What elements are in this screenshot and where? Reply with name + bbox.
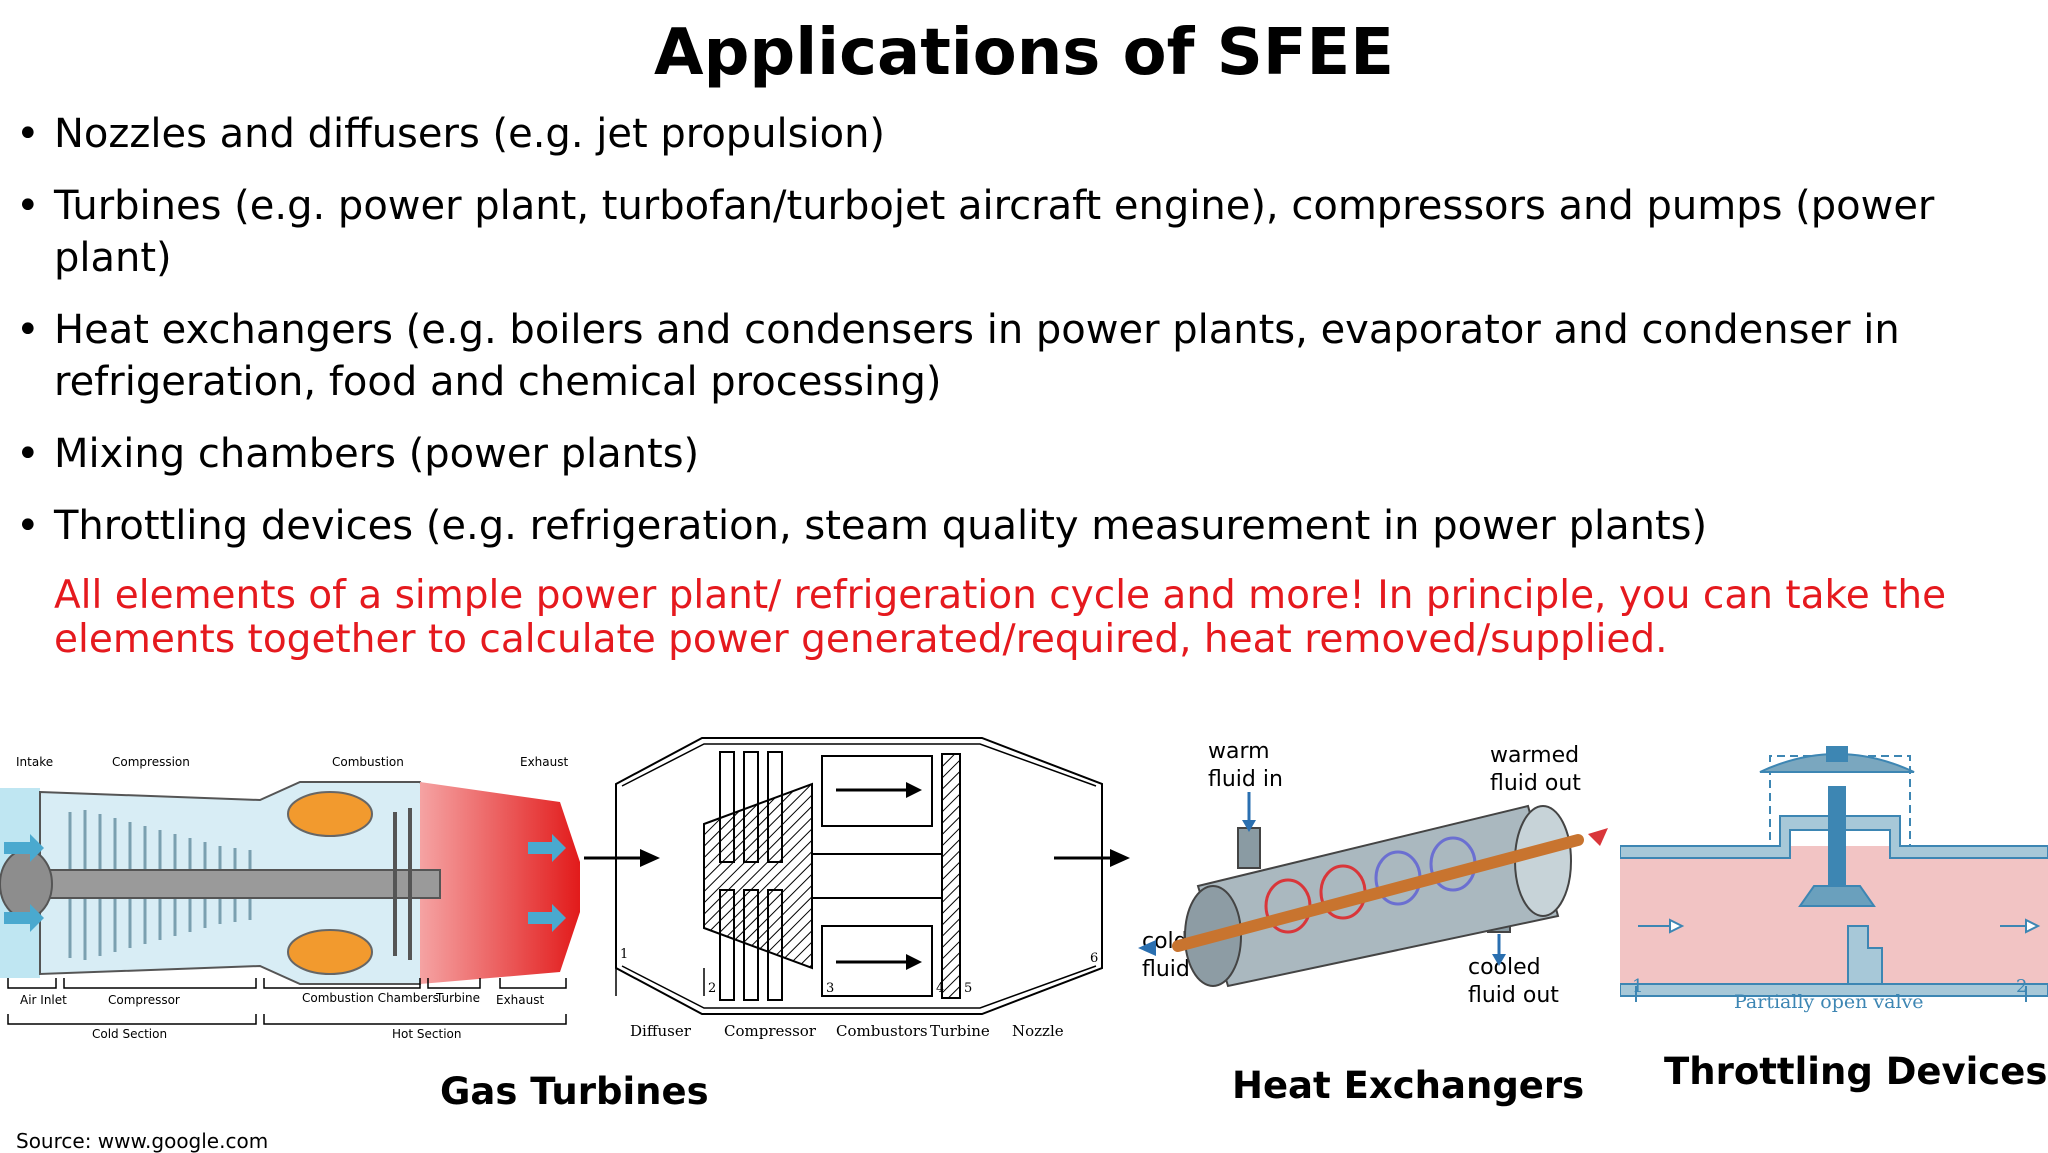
bullet-item: • Mixing chambers (power plants) — [16, 428, 2026, 480]
throttling-valve-diagram: 1 2 Partially open valve — [1620, 746, 2048, 1013]
engine-label-cold-section: Cold Section — [92, 1027, 167, 1041]
engine-shaft — [19, 869, 441, 899]
warmed-out-label-line2: fluid out — [1490, 771, 1581, 796]
combustor-arrows — [836, 788, 908, 964]
cooled-out-label-line1: cooled — [1468, 955, 1541, 980]
station-3: 3 — [826, 981, 834, 996]
valve-body-top — [1620, 815, 2048, 859]
station-marks — [615, 934, 1103, 996]
bullet-item: • Heat exchangers (e.g. boilers and conde… — [16, 304, 2026, 408]
airflow-arrows — [4, 834, 566, 932]
schematic-label-nozzle: Nozzle — [1012, 1022, 1064, 1040]
bullet-list: • Nozzles and diffusers (e.g. jet propuls… — [16, 108, 2026, 572]
combustion-chamber-top — [287, 791, 373, 837]
engine-label-compressor: Compressor — [108, 993, 180, 1007]
heat-exchanger-diagram: warm fluid in warmed fluid out cold flui… — [1138, 739, 1608, 1008]
engine-label-intake: Intake — [16, 755, 53, 769]
schematic-label-combustors: Combustors — [836, 1022, 928, 1040]
bullet-text: Heat exchangers (e.g. boilers and conden… — [54, 307, 1900, 405]
bullet-dot: • — [16, 307, 40, 353]
warm-in-arrow — [1242, 820, 1256, 832]
valve-label: Partially open valve — [1734, 991, 1924, 1013]
shell-end-right — [1514, 805, 1572, 917]
warmed-out-arrow — [1588, 828, 1608, 846]
caption-gas-turbines: Gas Turbines — [440, 1070, 709, 1113]
station-1: 1 — [620, 947, 628, 962]
engine-label-hot-section: Hot Section — [392, 1027, 461, 1041]
shaft — [811, 853, 943, 899]
cooled-out-label-line2: fluid out — [1468, 983, 1559, 1008]
flow-arrow-1 — [584, 849, 660, 867]
valve-station-1: 1 — [1632, 976, 1643, 997]
bullet-item: • Nozzles and diffusers (e.g. jet propuls… — [16, 108, 2026, 160]
bullet-text: Throttling devices (e.g. refrigeration, … — [54, 503, 1708, 549]
warm-in-label-line1: warm — [1208, 739, 1270, 764]
schematic-label-turbine: Turbine — [930, 1022, 990, 1040]
compressor-hub — [703, 782, 813, 970]
cold-in-arrow — [1138, 940, 1156, 956]
schematic-outline — [615, 737, 1103, 1015]
bullet-dot: • — [16, 431, 40, 477]
station-2: 2 — [708, 981, 716, 996]
engine-label-exhaust: Exhaust — [520, 755, 569, 769]
schematic-label-diffuser: Diffuser — [630, 1022, 692, 1040]
page-title: Applications of SFEE — [654, 16, 1394, 90]
section-brackets — [7, 978, 567, 1025]
jet-engine-diagram: Intake Compression Combustion Exhaust — [0, 755, 580, 1041]
engine-label-combustion-chambers: Combustion Chambers — [302, 991, 439, 1005]
engine-label-exhaust-bottom: Exhaust — [496, 993, 545, 1007]
warmed-out-label-line1: warmed — [1490, 743, 1579, 768]
flow-arrow-2 — [1054, 849, 1130, 867]
bullet-text: Nozzles and diffusers (e.g. jet propulsi… — [54, 111, 886, 157]
caption-throttling-devices: Throttling Devices — [1664, 1050, 2048, 1093]
summary-note: All elements of a simple power plant/ re… — [54, 573, 1947, 662]
engine-label-turbine: Turbine — [435, 991, 480, 1005]
turbine-blades — [393, 808, 412, 960]
source-credit: Source: www.google.com — [16, 1129, 269, 1153]
valve-seat — [1847, 925, 1883, 985]
station-4: 4 — [936, 981, 944, 996]
tube — [1172, 834, 1584, 952]
engine-label-compression: Compression — [112, 755, 190, 769]
bullet-dot: • — [16, 111, 40, 157]
valve-station-2: 2 — [2016, 976, 2027, 997]
station-6: 6 — [1090, 951, 1098, 966]
caption-heat-exchangers: Heat Exchangers — [1232, 1064, 1585, 1107]
turbine-disc — [941, 753, 961, 999]
cooled-out-arrow — [1492, 954, 1506, 966]
bullet-text: Turbines (e.g. power plant, turbofan/tur… — [54, 183, 1935, 281]
flow-arrows — [1638, 918, 2041, 934]
hot-exhaust-region — [420, 782, 580, 984]
bullet-text: Mixing chambers (power plants) — [54, 431, 700, 477]
bullet-item: • Throttling devices (e.g. refrigeration,… — [16, 500, 2026, 552]
bullet-dot: • — [16, 503, 40, 549]
bullet-dot: • — [16, 183, 40, 229]
valve-plug — [1798, 885, 1876, 907]
warm-in-label-line2: fluid in — [1208, 767, 1283, 792]
pipe-wall-bottom — [1620, 983, 2048, 997]
bullet-item: • Turbines (e.g. power plant, turbofan/tu… — [16, 180, 2026, 284]
warm-inlet-nozzle — [1237, 827, 1261, 869]
valve-stem — [1828, 786, 1846, 896]
engine-label-air-inlet: Air Inlet — [20, 993, 67, 1007]
schematic-label-compressor: Compressor — [724, 1022, 817, 1040]
gas-turbine-schematic: 1 2 3 4 5 6 Diffuser Compressor Combusto… — [615, 737, 1103, 1040]
combustion-chamber-bottom — [287, 929, 373, 975]
engine-label-combustion: Combustion — [332, 755, 404, 769]
station-5: 5 — [964, 981, 972, 996]
nose-cone — [0, 849, 53, 919]
